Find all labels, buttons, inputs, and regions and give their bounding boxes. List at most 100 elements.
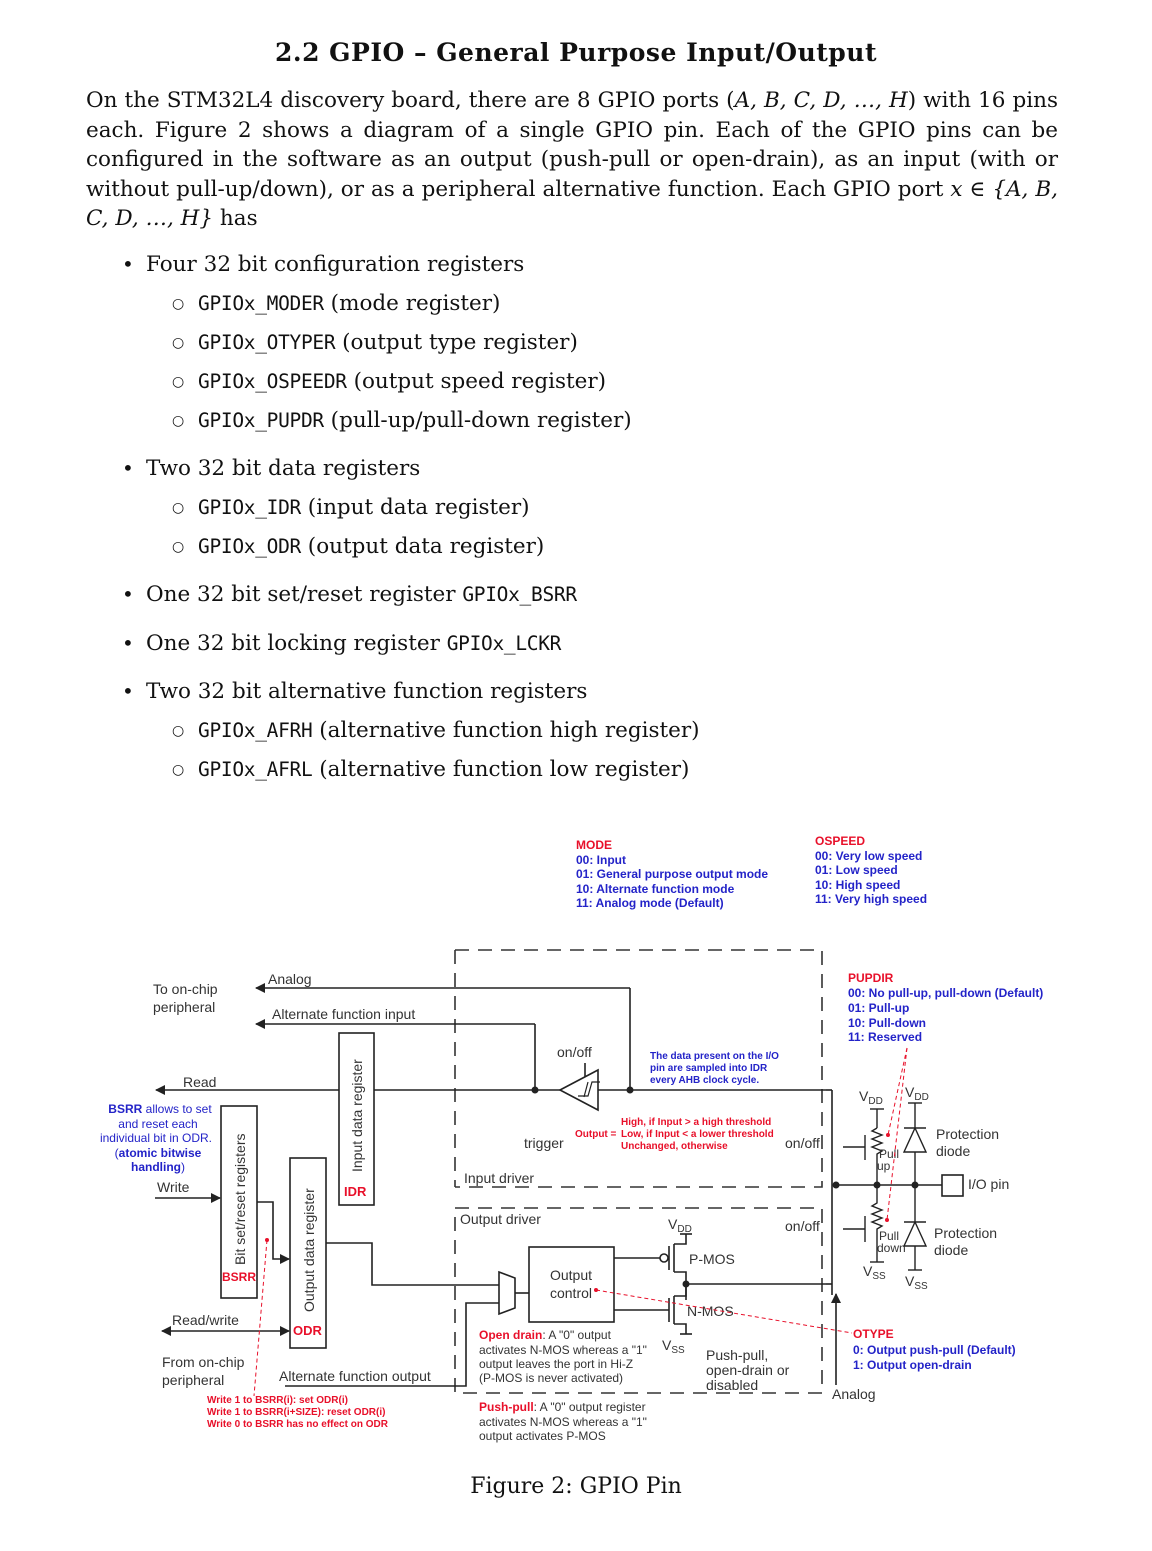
section-title: 2.2 GPIO – General Purpose Input/Output xyxy=(274,38,878,67)
multiplexer xyxy=(498,1270,516,1316)
read-write-label: Read/write xyxy=(172,1312,239,1328)
input-onoff-label: on/off xyxy=(785,1135,820,1151)
svg-text:High, if Input > a high thresh: High, if Input > a high threshold xyxy=(621,1117,771,1128)
write-label: Write xyxy=(157,1179,190,1195)
list-subitem: GPIOx_IDR (input data register) xyxy=(172,495,530,520)
analog-bottom-label: Analog xyxy=(832,1386,876,1402)
svg-text:and reset each: and reset each xyxy=(118,1117,197,1131)
svg-text:disabled: disabled xyxy=(706,1377,758,1393)
svg-text:VDD: VDD xyxy=(859,1088,883,1107)
protection-diode-bottom-label: Protection xyxy=(934,1225,997,1241)
svg-text:output activates P-MOS: output activates P-MOS xyxy=(479,1429,606,1443)
idr-tag: IDR xyxy=(344,1184,367,1199)
list-subitem: GPIOx_PUPDR (pull-up/pull-down register) xyxy=(172,408,632,433)
pull-down-label: Pull xyxy=(879,1229,899,1243)
svg-text:open-drain or: open-drain or xyxy=(706,1362,790,1378)
intro-paragraph: On the STM32L4 discovery board, there ar… xyxy=(86,86,1058,234)
svg-text:Push-pull: A "0" output regist: Push-pull: A "0" output register xyxy=(479,1400,646,1414)
vdd-pmos-label: VDD xyxy=(668,1216,692,1235)
to-onchip-label: To on-chip xyxy=(153,981,218,997)
svg-text:control: control xyxy=(550,1285,592,1301)
bsrr-register-box xyxy=(220,1105,258,1299)
trigger-output-note: Output = High, if Input > a high thresho… xyxy=(575,1117,774,1152)
svg-text:Input data register: Input data register xyxy=(349,1059,365,1172)
output-control-box xyxy=(528,1246,615,1323)
intro-text-3: has xyxy=(213,206,258,231)
svg-text:The data present on the I/O: The data present on the I/O xyxy=(650,1051,779,1062)
svg-text:0: Output push-pull (Default): 0: Output push-pull (Default) xyxy=(853,1343,1016,1357)
svg-text:BSRR allows to set: BSRR allows to set xyxy=(108,1102,212,1116)
idr-sample-note: The data present on the I/O pin are samp… xyxy=(650,1051,779,1086)
vss-nmos-label: VSS xyxy=(662,1337,685,1356)
intro-text-2: ) with 16 pins each. Figure 2 shows a di… xyxy=(86,88,1058,202)
svg-text:MODE: MODE xyxy=(576,838,612,852)
bsrr-tag: BSRR xyxy=(222,1270,256,1284)
list-item: Two 32 bit alternative function register… xyxy=(122,679,587,704)
pmos-label: P-MOS xyxy=(689,1251,735,1267)
open-drain-note: Open drain: A "0" output activates N-MOS… xyxy=(479,1328,647,1385)
svg-text:1: Output open-drain: 1: Output open-drain xyxy=(853,1358,972,1372)
list-item: One 32 bit set/reset register GPIOx_BSRR xyxy=(122,582,577,607)
list-subitem: GPIOx_OTYPER (output type register) xyxy=(172,330,578,355)
svg-text:Write 1 to BSRR(i+SIZE): reset: Write 1 to BSRR(i+SIZE): reset ODR(i) xyxy=(207,1407,385,1418)
mosfet-pair xyxy=(614,1233,692,1335)
svg-text:(atomic bitwise: (atomic bitwise xyxy=(115,1146,202,1160)
svg-text:01: Pull-up: 01: Pull-up xyxy=(848,1001,909,1015)
svg-text:PUPDIR: PUPDIR xyxy=(848,971,894,985)
bsrr-write-note: Write 1 to BSRR(i): set ODR(i) Write 1 t… xyxy=(207,1395,389,1430)
pupdr-legend: PUPDIR 00: No pull-up, pull-down (Defaul… xyxy=(848,971,1043,1044)
svg-text:01: Low speed: 01: Low speed xyxy=(815,863,898,877)
annotation-pointers xyxy=(253,1047,908,1397)
svg-text:10: High speed: 10: High speed xyxy=(815,878,900,892)
svg-text:VSS: VSS xyxy=(863,1263,886,1282)
svg-text:handling): handling) xyxy=(131,1160,185,1174)
svg-text:VDD: VDD xyxy=(905,1084,929,1103)
svg-text:Open drain: A "0" output: Open drain: A "0" output xyxy=(479,1328,612,1342)
svg-text:Output data register: Output data register xyxy=(301,1188,317,1312)
svg-text:OTYPE: OTYPE xyxy=(853,1327,894,1341)
af-output-label: Alternate function output xyxy=(279,1368,431,1384)
list-item: Two 32 bit data registers xyxy=(122,456,420,481)
svg-text:Output: Output xyxy=(550,1267,592,1283)
svg-text:Bit set/reset registers: Bit set/reset registers xyxy=(232,1134,248,1266)
svg-text:10: Pull-down: 10: Pull-down xyxy=(848,1016,926,1030)
otype-legend: OTYPE 0: Output push-pull (Default) 1: O… xyxy=(853,1327,1016,1372)
svg-text:peripheral: peripheral xyxy=(153,999,215,1015)
list-item: Four 32 bit configuration registers xyxy=(122,252,524,277)
list-subitem: GPIOx_AFRH (alternative function high re… xyxy=(172,718,700,743)
trigger-onoff-label: on/off xyxy=(557,1044,592,1060)
io-pin-pad xyxy=(941,1174,964,1197)
list-subitem: GPIOx_ODR (output data register) xyxy=(172,534,544,559)
svg-text:(P-MOS is never activated): (P-MOS is never activated) xyxy=(479,1371,623,1385)
input-driver-box xyxy=(454,949,823,1188)
list-subitem: GPIOx_OSPEEDR (output speed register) xyxy=(172,369,606,394)
intro-text-1: On the STM32L4 discovery board, there ar… xyxy=(86,88,735,113)
svg-text:00: Very low speed: 00: Very low speed xyxy=(815,849,922,863)
svg-text:down: down xyxy=(877,1241,906,1255)
pull-up-label: Pull xyxy=(879,1147,899,1161)
svg-text:Write 0 to BSRR has no effect: Write 0 to BSRR has no effect on ODR xyxy=(207,1419,389,1430)
list-subitem: GPIOx_AFRL (alternative function low reg… xyxy=(172,757,689,782)
svg-text:00: Input: 00: Input xyxy=(576,853,626,867)
protection-diode-top-label: Protection xyxy=(936,1126,999,1142)
svg-text:Write 1 to BSRR(i): set ODR(i: Write 1 to BSRR(i): set ODR(i) xyxy=(207,1395,348,1406)
odr-tag: ODR xyxy=(293,1323,323,1338)
protection-diodes xyxy=(902,1102,928,1271)
list-item: One 32 bit locking register GPIOx_LCKR xyxy=(122,631,561,656)
nmos-label: N-MOS xyxy=(687,1303,734,1319)
push-pull-note: Push-pull: A "0" output register activat… xyxy=(479,1400,647,1443)
analog-label: Analog xyxy=(268,971,312,987)
svg-text:diode: diode xyxy=(934,1242,968,1258)
pull-resistors xyxy=(843,1108,884,1263)
svg-text:up: up xyxy=(877,1159,891,1173)
read-label: Read xyxy=(183,1074,216,1090)
trigger-label: trigger xyxy=(524,1135,564,1151)
svg-text:OSPEED: OSPEED xyxy=(815,834,865,848)
svg-text:activates N-MOS whereas a "1": activates N-MOS whereas a "1" xyxy=(479,1415,647,1429)
idr-register-box xyxy=(338,1032,375,1206)
svg-text:output leaves the port in Hi-Z: output leaves the port in Hi-Z xyxy=(479,1357,633,1371)
odr-register-box xyxy=(289,1157,327,1349)
svg-text:VSS: VSS xyxy=(905,1273,928,1292)
